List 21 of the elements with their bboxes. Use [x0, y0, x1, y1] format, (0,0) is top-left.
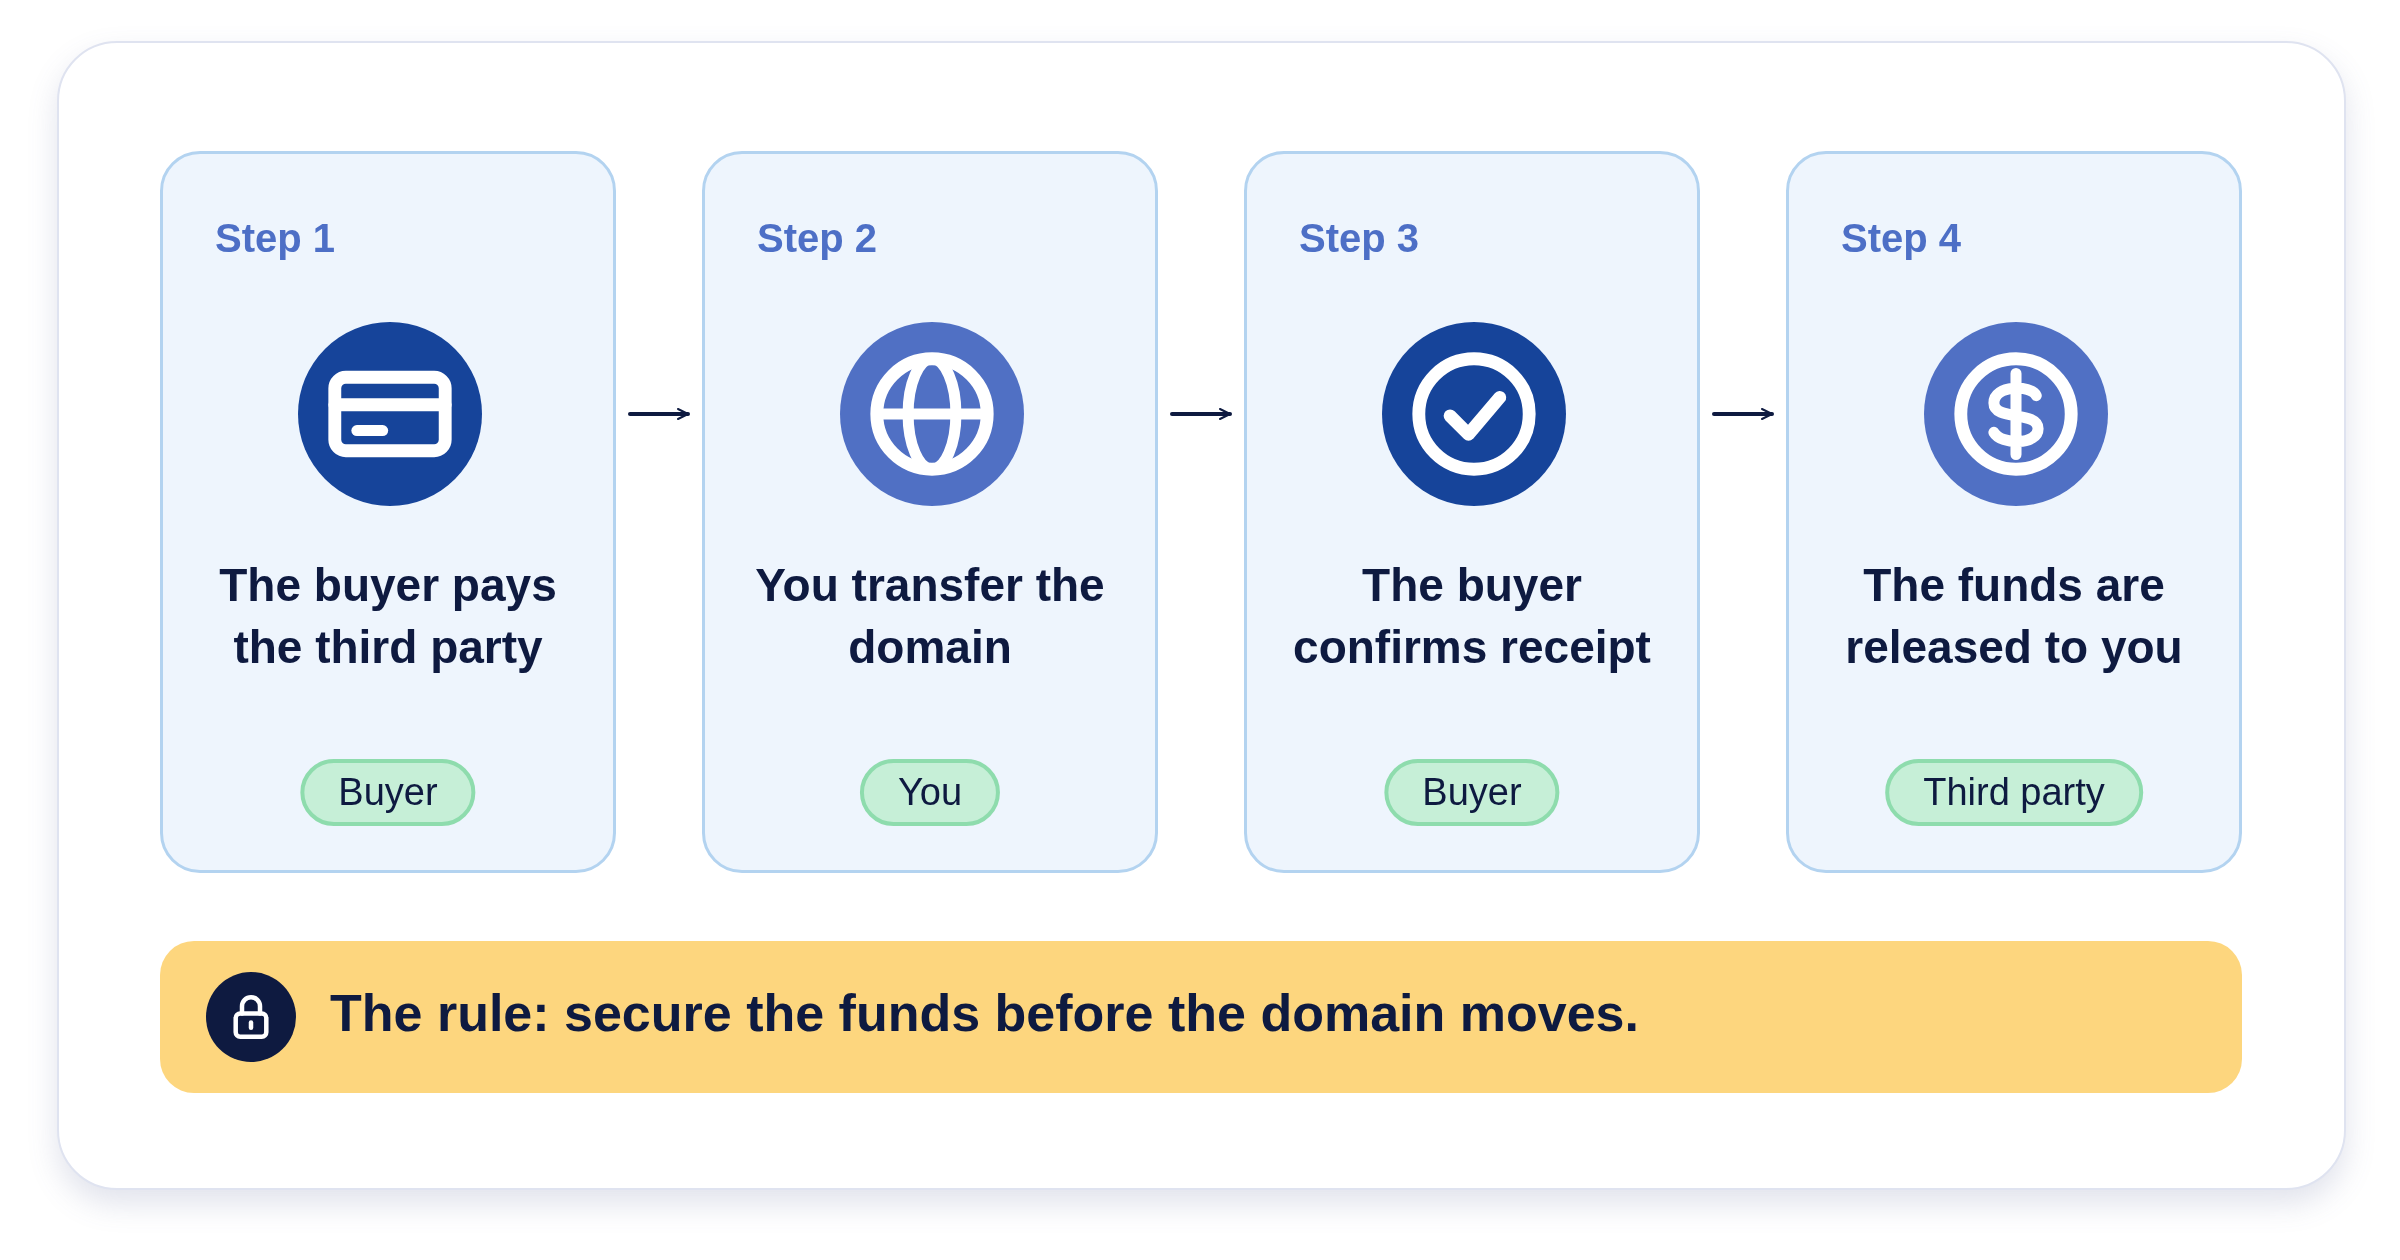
role-tag: Third party	[1885, 759, 2143, 826]
rule-text: The rule: secure the funds before the domain moves.	[330, 983, 1639, 1043]
arrow	[1712, 408, 1774, 420]
step-card	[1244, 151, 1700, 873]
role-tag: Buyer	[300, 759, 476, 826]
step-label: Step 3	[1299, 216, 1420, 261]
rule-banner	[160, 941, 2242, 1093]
step-card	[160, 151, 616, 873]
step-description: The buyer confirms receipt	[1292, 558, 1652, 675]
step-label: Step 1	[215, 216, 336, 261]
step-description: You transfer the domain	[754, 558, 1106, 675]
step-card	[1786, 151, 2242, 873]
arrow	[1170, 408, 1232, 420]
arrow	[628, 408, 690, 420]
step-description: The buyer pays the third party	[218, 558, 558, 675]
role-tag: You	[859, 759, 1001, 826]
step-card	[702, 151, 1158, 873]
step-description: The funds are released to you	[1844, 558, 2184, 675]
step-label: Step 4	[1841, 216, 1962, 261]
role-tag: Buyer	[1384, 759, 1560, 826]
step-label: Step 2	[757, 216, 878, 261]
